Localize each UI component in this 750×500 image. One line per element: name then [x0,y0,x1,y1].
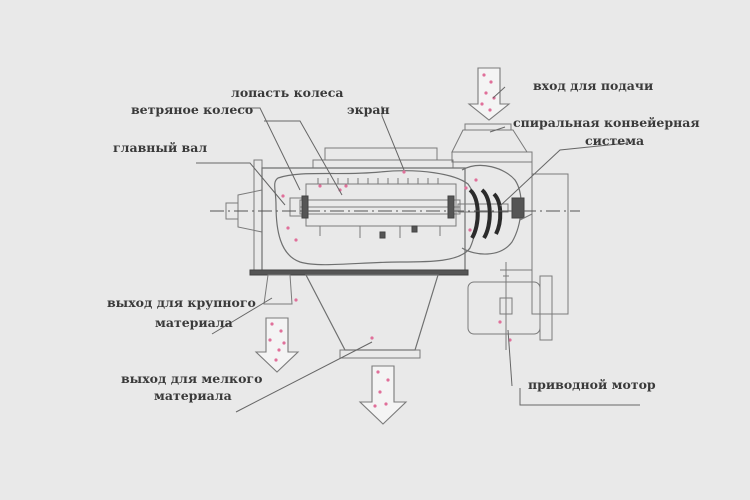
label-wind-wheel: ветряное колесо [131,102,253,117]
label-screen: экран [347,102,390,117]
label-screw-conveyor-1: спиральная конвейерная [513,115,700,130]
leader-lines [196,86,640,413]
feed-inlet-arrow [467,67,511,121]
label-feed-inlet: вход для подачи [533,78,653,93]
right-frame [519,173,569,315]
label-wheel-blade: лопасть колеса [231,85,343,100]
screen-cylinder [289,178,461,239]
label-coarse-outlet-1: выход для крупного [107,295,256,310]
drive-motor [467,262,553,350]
label-main-shaft: главный вал [113,140,207,155]
top-cover [312,147,454,169]
coarse-outlet [254,274,300,373]
main-housing [249,159,478,276]
label-drive-motor: приводной мотор [528,377,656,392]
fine-outlet [305,274,439,425]
label-coarse-outlet-2: материала [155,315,233,330]
screw-conveyor [457,161,533,271]
label-fine-outlet-1: выход для мелкого [121,371,262,386]
label-screw-conveyor-2: система [585,133,644,148]
label-fine-outlet-2: материала [154,388,232,403]
material-particles [268,73,512,408]
